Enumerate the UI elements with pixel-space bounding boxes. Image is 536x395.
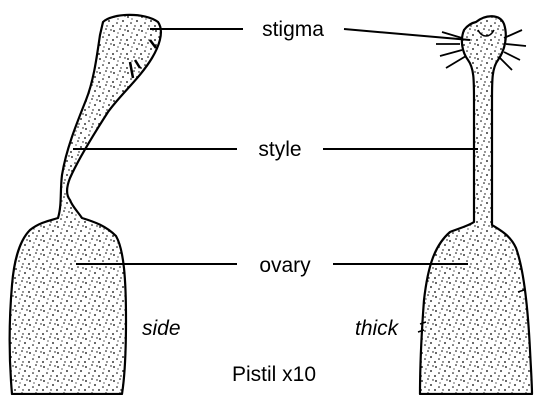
label-style: style bbox=[258, 138, 301, 161]
pistil-thick-stipple bbox=[420, 16, 532, 394]
pistil-thick-view bbox=[418, 16, 532, 394]
label-stigma: stigma bbox=[262, 18, 324, 41]
pistil-side-view bbox=[10, 15, 161, 394]
label-ovary: ovary bbox=[259, 254, 311, 277]
caption-magnification: Pistil x10 bbox=[232, 363, 316, 386]
label-thick-view: thick bbox=[355, 317, 400, 340]
label-side-view: side bbox=[142, 317, 181, 340]
pistil-side-stipple bbox=[10, 15, 161, 394]
